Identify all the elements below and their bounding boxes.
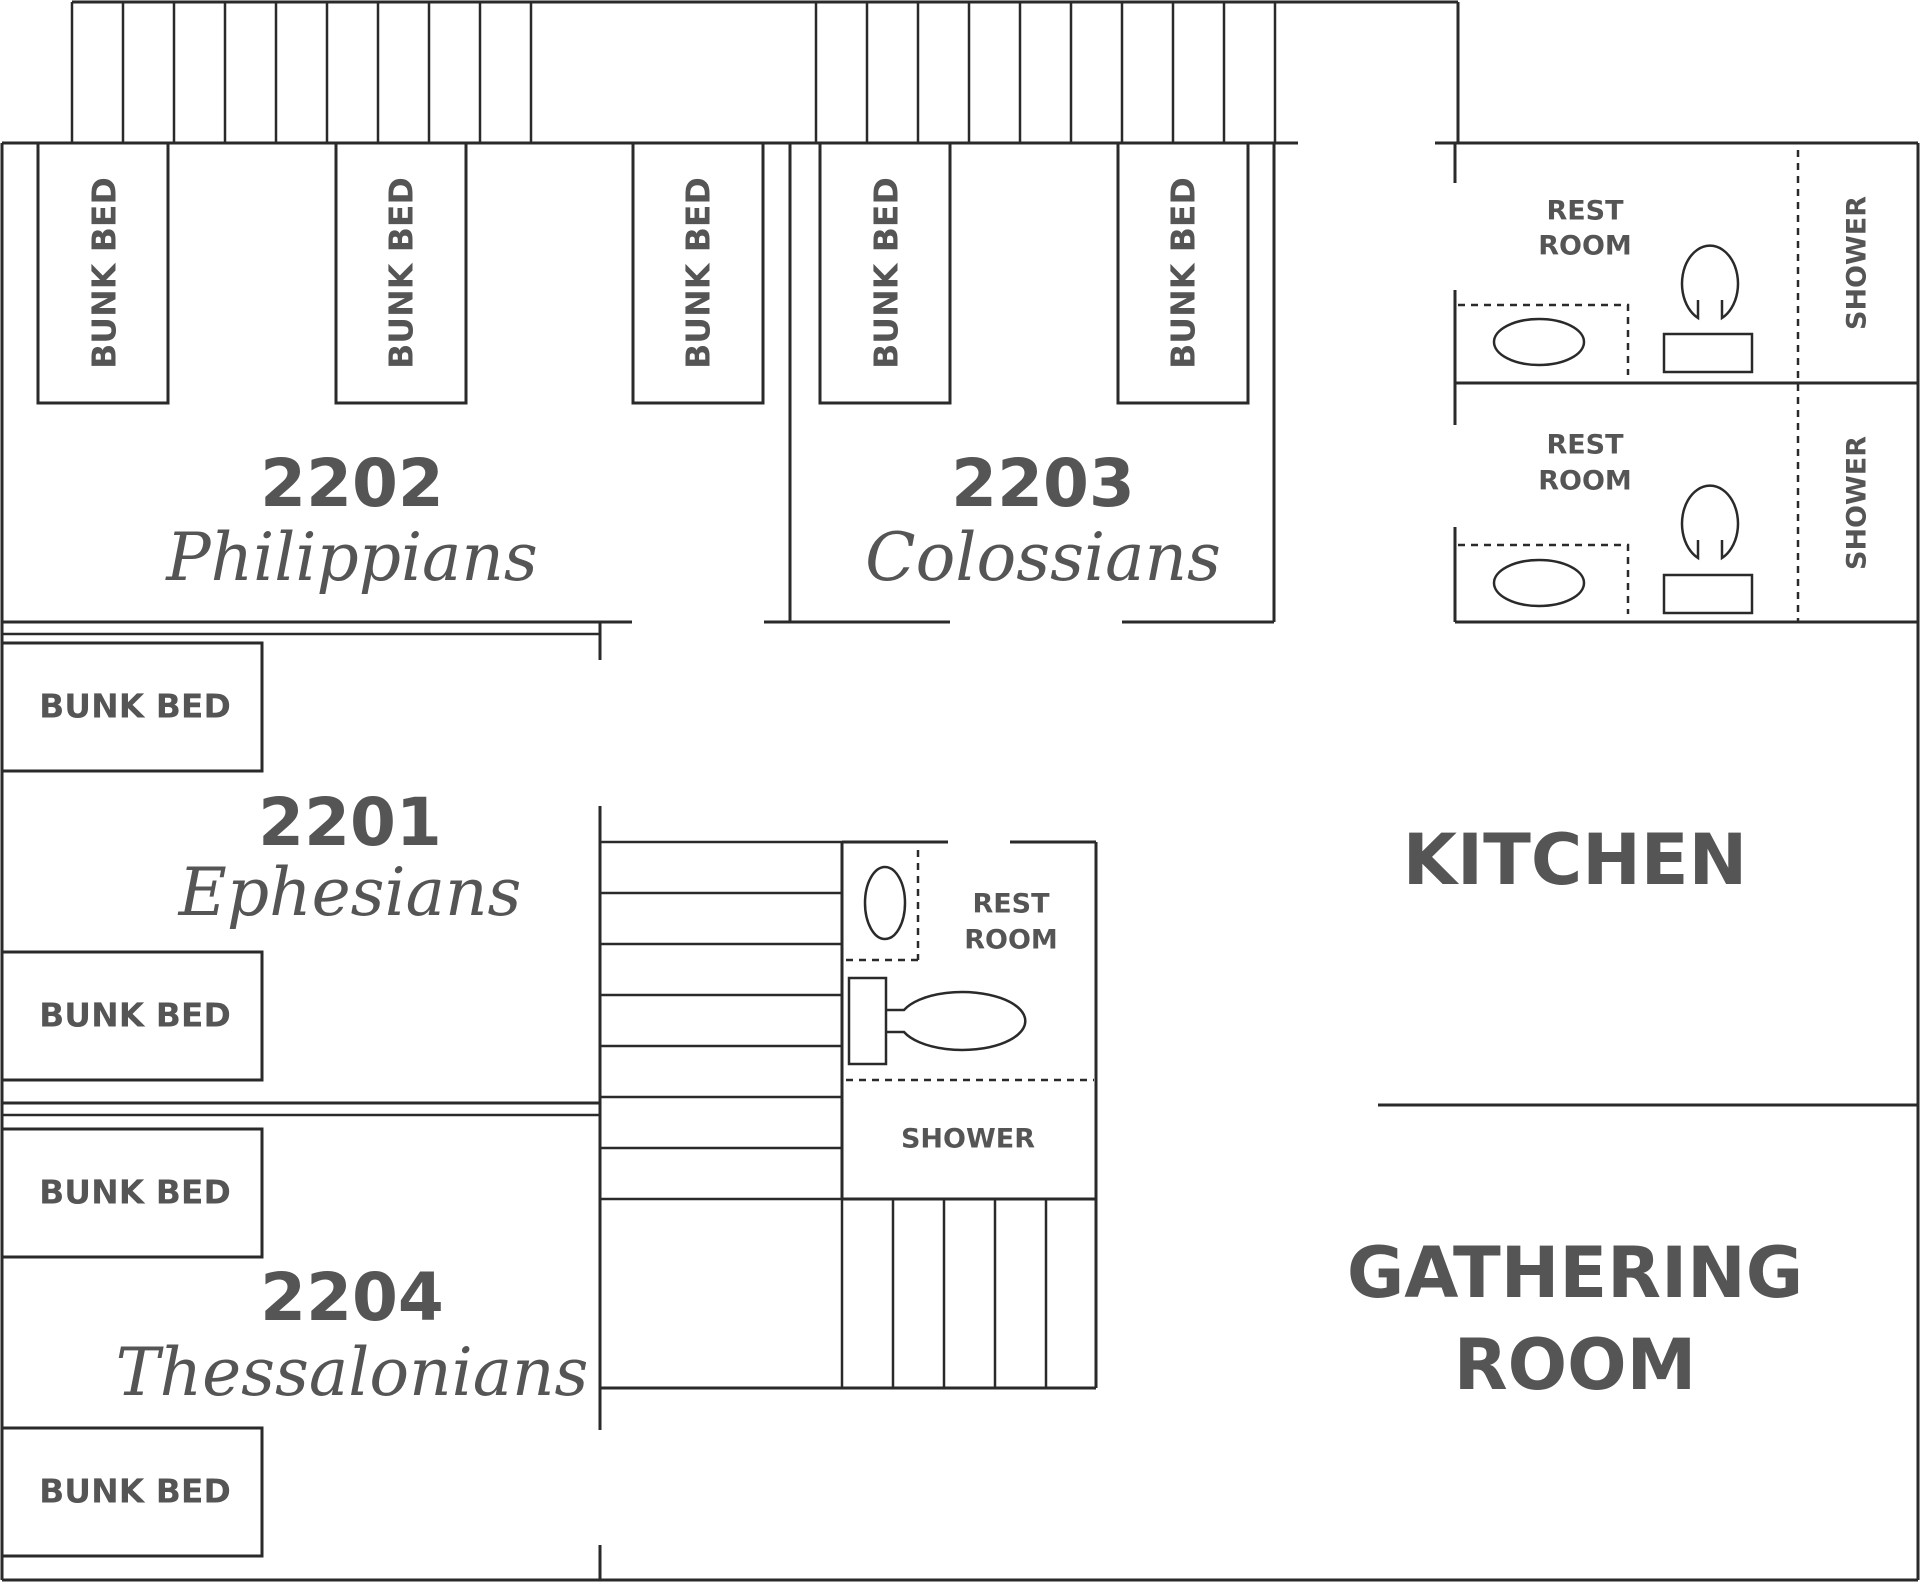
restroom-label-line1: REST [972,889,1050,920]
restroom-label-line2: ROOM [1538,231,1632,262]
bunk-bed: BUNK BED [0,1127,264,1259]
gathering-room-label-line2: ROOM [1454,1324,1697,1406]
center-restroom-walls [840,840,1098,1201]
room-2202-name: Philippians [165,519,538,596]
bunk-bed-label: BUNK BED [382,177,421,369]
bunk-bed-label: BUNK BED [39,687,231,726]
room-2203-name: Colossians [865,519,1221,596]
room-2201-number: 2201 [258,784,442,861]
center-stairs [600,840,1098,1390]
room-2201-name: Ephesians [178,854,522,931]
restroom-center: REST ROOM SHOWER [847,865,1058,1155]
restroom-label-line1: REST [1546,430,1624,461]
room-2204-number: 2204 [260,1259,444,1336]
bunk-bed: BUNK BED [631,141,765,405]
restroom-upper: REST ROOM SHOWER [1458,196,1873,375]
bunk-bed-label: BUNK BED [1164,177,1203,369]
toilet-icon [1680,244,1740,321]
toilet-tank [847,976,888,1066]
bunk-bed: BUNK BED [334,141,468,405]
room-2204-name: Thessalonians [116,1334,589,1411]
top-stairs [70,0,1460,143]
bunk-bed-label: BUNK BED [85,177,124,369]
toilet-icon [886,990,1027,1052]
bunk-bed-label: BUNK BED [867,177,906,369]
bunk-bed: BUNK BED [818,141,952,405]
sink-icon [1492,317,1586,367]
interior-walls [2,143,1918,1580]
shower-label: SHOWER [1842,196,1873,330]
shower-label: SHOWER [901,1124,1035,1155]
sink-icon [1492,558,1586,608]
bunk-bed: BUNK BED [36,141,170,405]
restroom-label-line2: ROOM [964,925,1058,956]
toilet-icon [1680,484,1740,561]
kitchen-label: KITCHEN [1403,819,1747,901]
bunk-bed: BUNK BED [0,641,264,773]
room-2203-number: 2203 [951,445,1135,522]
bunk-bed: BUNK BED [1116,141,1250,405]
bunk-bed-label: BUNK BED [39,1173,231,1212]
gathering-room-label-line1: GATHERING [1347,1232,1803,1314]
restroom-label-line1: REST [1546,196,1624,227]
bunk-bed-label: BUNK BED [679,177,718,369]
restroom-label-line2: ROOM [1538,466,1632,497]
shower-label: SHOWER [1842,436,1873,570]
bunk-bed: BUNK BED [0,1426,264,1558]
bunk-bed-label: BUNK BED [39,996,231,1035]
sink-icon [863,865,907,941]
bunk-bed: BUNK BED [0,950,264,1082]
room-2202-number: 2202 [260,445,444,522]
bunk-bed-label: BUNK BED [39,1472,231,1511]
restroom-lower: REST ROOM SHOWER [1458,430,1873,615]
